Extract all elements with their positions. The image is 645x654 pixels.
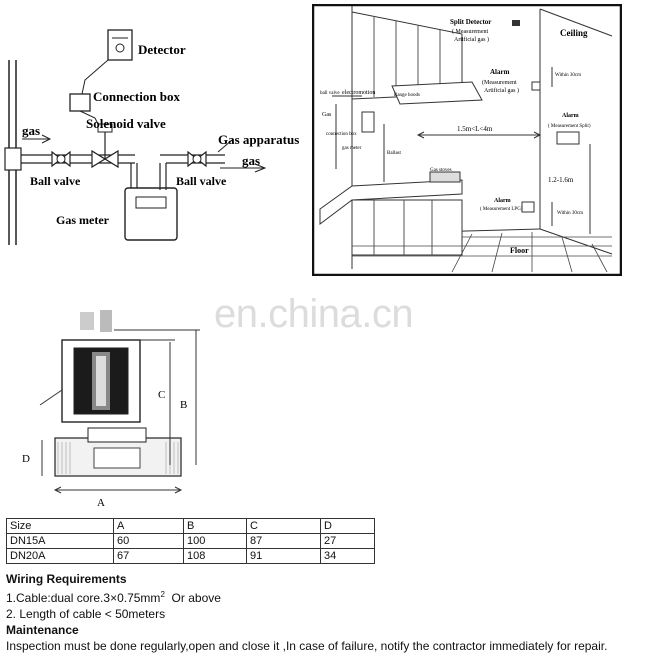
- gas-out-label: gas: [242, 153, 260, 168]
- table-cell: 27: [320, 533, 375, 549]
- wiring-line-1-suffix: Or above: [164, 591, 221, 605]
- table-cell: 34: [320, 548, 375, 564]
- height-label: 1.2-1.6m: [548, 176, 574, 184]
- wiring-line-2: 2. Length of cable < 50meters: [6, 607, 166, 621]
- table-cell: 87: [246, 533, 321, 549]
- connection-box-label: Connection box: [93, 89, 181, 104]
- table-header-cell: A: [113, 518, 184, 534]
- gas-meter-label: Gas meter: [56, 213, 110, 227]
- gas-system-schematic: Detector Connection box Solenoid valve G…: [4, 29, 299, 245]
- dim-b-label: B: [180, 399, 187, 411]
- distance-label: 1.5m<L<4m: [457, 125, 493, 133]
- size-dimension-table: Size A B C D DN15A 60 100 87 27 DN20A 67…: [6, 518, 375, 564]
- table-header-cell: D: [320, 518, 375, 534]
- maintenance-text: Inspection must be done regularly,open a…: [6, 639, 608, 653]
- table-cell: 100: [183, 533, 247, 549]
- wiring-line-1-sup: 2: [160, 590, 165, 599]
- ball-valve-2-label: Ball valve: [176, 174, 227, 188]
- connection-box-small-label: connection box: [326, 132, 357, 137]
- wiring-heading: Wiring Requirements: [6, 572, 127, 586]
- table-cell: DN20A: [6, 548, 114, 564]
- electromotion-label: electromotion: [342, 90, 375, 96]
- table-header-cell: C: [246, 518, 321, 534]
- instructions-block: Wiring Requirements 1.Cable:dual core.3×…: [6, 571, 642, 654]
- alarm-top-label: Alarm: [490, 68, 510, 76]
- table-row: DN20A 67 108 91 34: [6, 548, 375, 564]
- watermark: en.china.cn: [214, 292, 414, 336]
- split-detector-sub2: Artificial gas ): [454, 36, 489, 43]
- within-30cm-low: Within 30cm: [557, 211, 583, 216]
- maintenance-heading: Maintenance: [6, 623, 79, 637]
- ballast-label: Ballast: [387, 151, 401, 156]
- alarm-low-label: Alarm: [494, 198, 511, 204]
- dim-a-label: A: [97, 497, 105, 509]
- gas-in-label: gas: [22, 123, 40, 138]
- range-hoods-label: Range hoods: [394, 93, 420, 98]
- alarm-top-sub2: Artificial gas ): [484, 87, 519, 94]
- alarm-mid-sub: ( Measurement Split): [548, 124, 591, 129]
- dim-d-label: D: [22, 453, 30, 465]
- table-header-cell: Size: [6, 518, 114, 534]
- table-cell: DN15A: [6, 533, 114, 549]
- solenoid-valve-dimension-drawing: A B C D: [22, 310, 200, 509]
- split-detector-label: Split Detector: [450, 18, 491, 26]
- table-cell: 67: [113, 548, 184, 564]
- gas-meter-icon: [124, 187, 178, 241]
- alarm-mid-label: Alarm: [562, 113, 579, 119]
- solenoid-valve-label: Solenoid valve: [86, 116, 166, 131]
- ball-valve-1-label: Ball valve: [30, 174, 81, 188]
- table-row: DN15A 60 100 87 27: [6, 533, 375, 549]
- connection-box-icon: [69, 93, 91, 112]
- table-cell: 108: [183, 548, 247, 564]
- gas-meter-small-label: gas meter: [342, 146, 362, 151]
- ceiling-label: Ceiling: [560, 28, 588, 38]
- gas-apparatus-label: Gas apparatus: [218, 132, 299, 147]
- table-cell: 91: [246, 548, 321, 564]
- within-30cm-top: Within 30cm: [555, 73, 581, 78]
- dim-c-label: C: [158, 389, 165, 401]
- alarm-top-sub1: (Measurement: [482, 79, 517, 86]
- gas-label: Gas: [322, 112, 332, 118]
- table-cell: 60: [113, 533, 184, 549]
- table-header-row: Size A B C D: [6, 518, 375, 534]
- kitchen-installation-diagram: Split Detector ( Measurement Artificial …: [312, 4, 622, 276]
- detector-label: Detector: [138, 42, 186, 57]
- ball-valve-label: ball valve: [320, 91, 340, 96]
- table-header-cell: B: [183, 518, 247, 534]
- gas-stoves-label: Gas stoves: [430, 168, 452, 173]
- wiring-line-1-text: 1.Cable:dual core.3×0.75mm: [6, 591, 161, 605]
- floor-label: Floor: [510, 246, 529, 255]
- split-detector-sub1: ( Measurement: [452, 28, 488, 35]
- alarm-low-sub: ( Measurement LPG): [480, 207, 523, 212]
- detector-icon: [107, 29, 133, 61]
- wiring-line-1: 1.Cable:dual core.3×0.75mm2 Or above: [6, 587, 642, 606]
